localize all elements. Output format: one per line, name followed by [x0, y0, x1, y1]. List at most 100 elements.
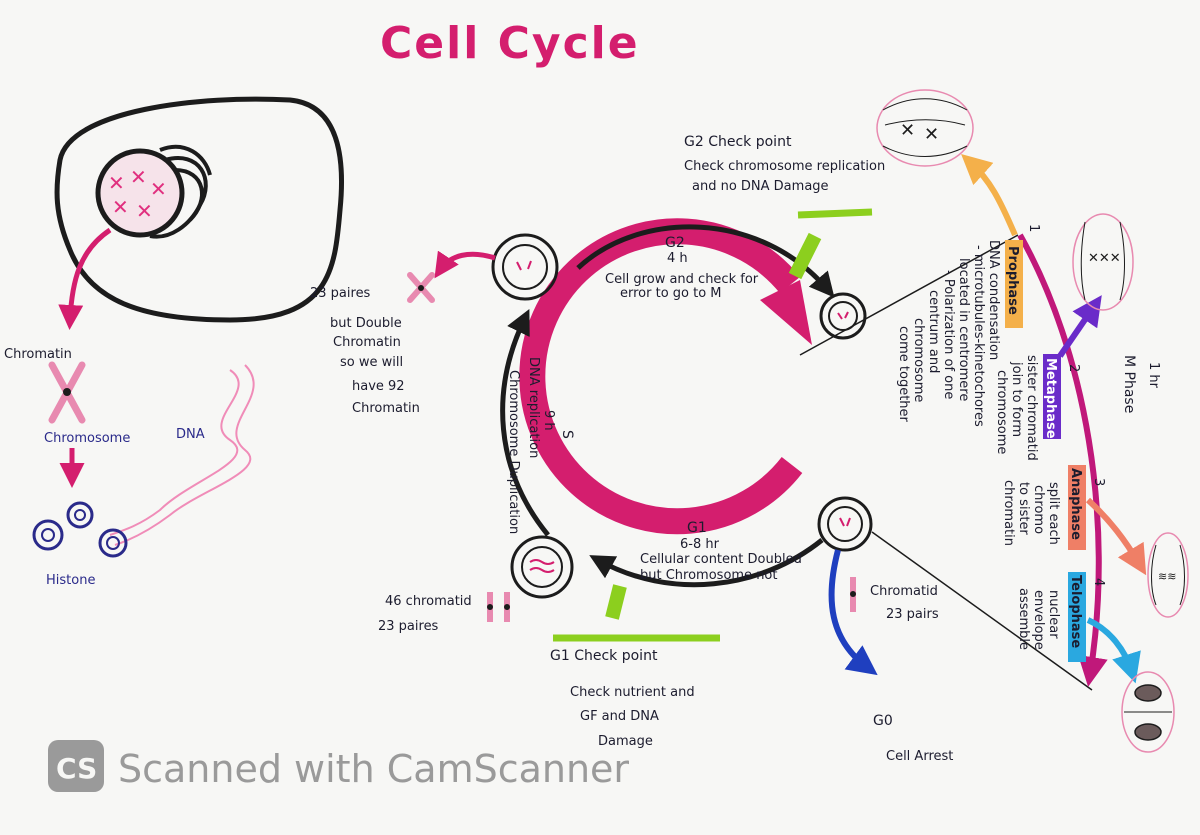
cycle-ring: [519, 218, 803, 535]
camscanner-watermark: CS Scanned with CamScanner: [48, 740, 629, 792]
g2-checkpoint-title: G2 Check point: [684, 134, 792, 150]
s-note-line1: 23 paires: [310, 286, 371, 301]
anaphase-line4: chromatin: [1001, 480, 1016, 546]
g1-chromatid-pair-icon: [487, 592, 510, 622]
metaphase-highlight: [1043, 354, 1061, 439]
camscanner-badge-text: CS: [56, 752, 97, 785]
cycle-ring-arrowhead: [760, 280, 812, 345]
anaphase-highlight: [1068, 465, 1086, 550]
metaphase-line2: join to form: [1009, 361, 1024, 437]
g0-arrow: [828, 549, 878, 676]
g1-hours: 6-8 hr: [680, 537, 720, 552]
g1-label: G1: [687, 520, 707, 536]
g2-desc-line1: Cell grow and check for: [605, 272, 759, 287]
s-note-line2: but Double: [330, 316, 402, 331]
m-wedge-bottom-line: [871, 531, 1093, 691]
prophase-line4: - Polarization of one: [941, 270, 956, 399]
prophase-cell: ✕ ✕: [876, 89, 974, 167]
s-desc-line2: Chromosome Duplication: [506, 370, 521, 534]
metaphase-cell: ✕✕✕: [1072, 213, 1134, 311]
svg-text:✕: ✕: [900, 120, 915, 141]
telophase-num: 4: [1091, 578, 1106, 586]
camscanner-badge: [48, 740, 104, 792]
g2-checkpoint-marker: [788, 232, 822, 280]
camscanner-text: Scanned with CamScanner: [118, 747, 629, 791]
g1-checkpoint-line3: Damage: [598, 734, 653, 749]
telophase-highlight: [1068, 572, 1086, 662]
prophase-line2: - microtubules-kinetochores: [971, 245, 986, 427]
prophase-line6: chromosome: [911, 318, 926, 402]
metaphase-num: 2: [1066, 364, 1081, 372]
telophase-line2: envelope: [1031, 590, 1046, 650]
g2-hours: 4 h: [667, 251, 688, 266]
anaphase-line3: to sister: [1016, 482, 1031, 535]
prophase-line3: located in centromere: [956, 258, 971, 401]
nucleus-to-chromatin-arrow: [58, 227, 112, 330]
nucleus-chromosomes: ✕ ✕ ✕ ✕ ✕: [108, 165, 167, 223]
chromatin-coils: [149, 144, 212, 239]
anaphase-num: 3: [1091, 478, 1106, 486]
metaphase-line1: sister chromatid: [1024, 355, 1039, 461]
g1-checkpoint-title: G1 Check point: [550, 648, 658, 664]
nucleus: [95, 148, 185, 238]
dna-strand-2: [114, 364, 255, 546]
anaphase-line1: split each: [1046, 482, 1061, 545]
prophase-line5: centrum and: [926, 290, 941, 373]
telophase-name: Telophase: [1068, 575, 1083, 648]
g1-chromatid-label: Chromatid: [870, 584, 938, 599]
s-label: S: [559, 430, 575, 439]
g0-label: G0: [873, 713, 893, 729]
s-desc-line1: DNA replication: [526, 357, 541, 458]
cell-illustration: ✕ ✕ ✕ ✕ ✕: [54, 96, 344, 323]
g1-desc-line1: Cellular content Doubled: [640, 552, 802, 567]
g2-checkpoint-line2: and no DNA Damage: [692, 179, 829, 194]
svg-text:✕: ✕: [108, 171, 125, 195]
g2-checkpoint-bar: [797, 208, 873, 219]
m-wedge-top-line: [799, 234, 1019, 356]
cell-membrane: [54, 96, 344, 323]
svg-text:✕: ✕: [112, 195, 129, 219]
s-to-chromosome-arrow: [434, 250, 496, 279]
m-phase-label: M Phase: [1121, 355, 1137, 413]
g1-left-note-line1: 46 chromatid: [385, 594, 472, 609]
g1-chromatid-pairs: 23 pairs: [886, 607, 939, 622]
g1-chromatid-icon: [850, 577, 856, 612]
metaphase-arrow: [1057, 295, 1102, 358]
prophase-line1: DNA condensation: [986, 240, 1001, 360]
chromosome-icon: [48, 361, 86, 424]
g2-checkpoint-line1: Check chromosome replication: [684, 159, 885, 174]
svg-text:≋≋: ≋≋: [1158, 570, 1176, 583]
telophase-line3: assemble: [1016, 588, 1031, 650]
g1-checkpoint-line1: Check nutrient and: [570, 685, 695, 700]
chromatin-label: Chromatin: [4, 347, 72, 362]
g1-checkpoint-line2: GF and DNA: [580, 709, 659, 724]
s-note-line4: so we will: [340, 355, 403, 370]
telophase-cell: [1121, 671, 1175, 753]
page-title: Cell Cycle: [380, 18, 640, 69]
g1-desc-line2: but Chromosome not: [640, 568, 777, 583]
g1-left-note-line2: 23 paires: [378, 619, 439, 634]
prophase-line7: come together: [896, 326, 911, 423]
prophase-highlight: [1005, 240, 1023, 328]
g0-desc: Cell Arrest: [886, 749, 953, 764]
m-phase-hours: 1 hr: [1146, 362, 1161, 389]
telophase-line1: nuclear: [1046, 590, 1061, 639]
svg-text:✕: ✕: [130, 165, 147, 189]
metaphase-line3: chromosome: [994, 370, 1009, 454]
g2-cell-top: [491, 233, 559, 301]
g2-label: G2: [665, 235, 685, 251]
svg-text:✕: ✕: [150, 177, 167, 201]
metaphase-name: Metaphase: [1043, 358, 1058, 439]
m-entry-cell: [819, 292, 867, 340]
svg-text:✕: ✕: [136, 199, 153, 223]
g1-arc-arrow: [589, 538, 824, 588]
anaphase-name: Anaphase: [1068, 468, 1083, 540]
histone-label: Histone: [46, 573, 95, 588]
telophase-arrow: [1086, 617, 1141, 684]
prophase-arrow: [961, 153, 1018, 237]
dna-label: DNA: [176, 427, 205, 442]
prophase-name: Prophase: [1005, 246, 1020, 315]
prophase-num: 1: [1026, 224, 1041, 232]
s-note-line5: have 92: [352, 379, 405, 394]
